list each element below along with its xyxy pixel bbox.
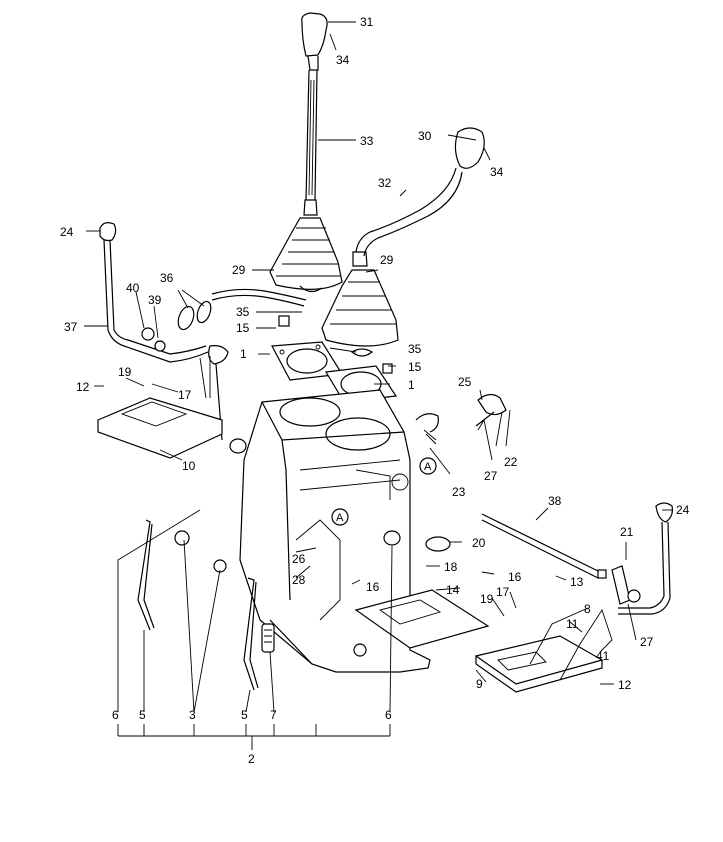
callout-label: 38 (548, 494, 562, 508)
callout-label: 19 (480, 592, 494, 606)
callout-label: 29 (380, 253, 394, 267)
callout-label: 29 (232, 263, 246, 277)
bolt-15 (278, 315, 393, 374)
callout-label: 17 (496, 585, 510, 599)
callout-label: 33 (360, 134, 374, 148)
callout-label: 11 (566, 617, 579, 631)
callout-label: 1 (240, 347, 247, 361)
callout-label: 8 (584, 602, 591, 616)
callout-label: 13 (570, 575, 584, 589)
callout-label: 17 (178, 388, 192, 402)
callout-label: 3 (189, 708, 196, 722)
callout-label: 15 (236, 321, 250, 335)
detail-marker-a-label: A (424, 461, 432, 473)
callout-label: 27 (484, 469, 498, 483)
plate-bracket (354, 589, 490, 649)
callout-label: 2 (248, 752, 255, 766)
clamp-20 (425, 536, 451, 552)
callout-label: 30 (418, 129, 432, 143)
assembly-bracket-2 (117, 724, 391, 750)
callout-label: 24 (60, 225, 74, 239)
detail-marker-a-label: A (336, 512, 344, 524)
callout-label: 22 (504, 455, 518, 469)
callout-label: 19 (118, 365, 132, 379)
callout-label: 37 (64, 320, 78, 334)
callout-label: 21 (620, 525, 634, 539)
callout-label: 6 (112, 708, 119, 722)
callout-label: 26 (292, 552, 306, 566)
callout-label: 1 (408, 378, 415, 392)
callout-label: 36 (160, 271, 174, 285)
callout-label: 35 (408, 342, 422, 356)
callout-label: 40 (126, 281, 140, 295)
callout-label: 7 (270, 708, 277, 722)
callout-label: 25 (458, 375, 472, 389)
callout-label: 35 (236, 305, 250, 319)
callout-labels: 31 34 33 30 34 32 24 29 29 40 39 36 35 1… (60, 15, 690, 766)
callout-label: 12 (76, 380, 90, 394)
rod-38 (481, 513, 607, 579)
clip-25 (475, 393, 507, 427)
lever-5-left (137, 519, 155, 631)
callout-label: 18 (444, 560, 458, 574)
callout-label: 34 (336, 53, 350, 67)
shift-lever-right (352, 127, 485, 267)
callout-label: 28 (292, 573, 306, 587)
callout-label: 31 (360, 15, 374, 29)
detail-marker-a: A A (331, 457, 437, 526)
shift-lever-left (301, 12, 328, 216)
spring-23 (415, 413, 439, 445)
callout-label: 10 (182, 459, 196, 473)
bushing-3 (174, 530, 227, 573)
callout-label: 27 (640, 635, 654, 649)
callout-label: 16 (508, 570, 522, 584)
shift-boot-left (269, 217, 343, 293)
callout-label: 41 (596, 649, 610, 663)
callout-label: 9 (476, 677, 483, 691)
callout-label: 16 (366, 580, 380, 594)
hose-36 (141, 288, 307, 352)
callout-label: 12 (618, 678, 632, 692)
plate-10 (97, 397, 223, 459)
bushing-6 (229, 438, 401, 546)
callout-label: 5 (139, 708, 146, 722)
pad-7 (261, 623, 275, 653)
base-plate-9 (474, 635, 604, 693)
callout-label: 23 (452, 485, 466, 499)
callout-label: 15 (408, 360, 422, 374)
callout-label: 32 (378, 176, 392, 190)
leader-lines (84, 21, 672, 713)
shift-boot-right (321, 269, 399, 357)
lever-right-21 (611, 502, 673, 615)
callout-label: 34 (490, 165, 504, 179)
callout-label: 5 (241, 708, 248, 722)
callout-label: 20 (472, 536, 486, 550)
lever-left-37 (99, 222, 229, 441)
callout-label: 14 (446, 583, 460, 597)
lever-5-right (243, 577, 259, 691)
callout-label: 6 (385, 708, 392, 722)
callout-label: 24 (676, 503, 690, 517)
callout-label: 39 (148, 293, 162, 307)
console-body (239, 389, 431, 673)
